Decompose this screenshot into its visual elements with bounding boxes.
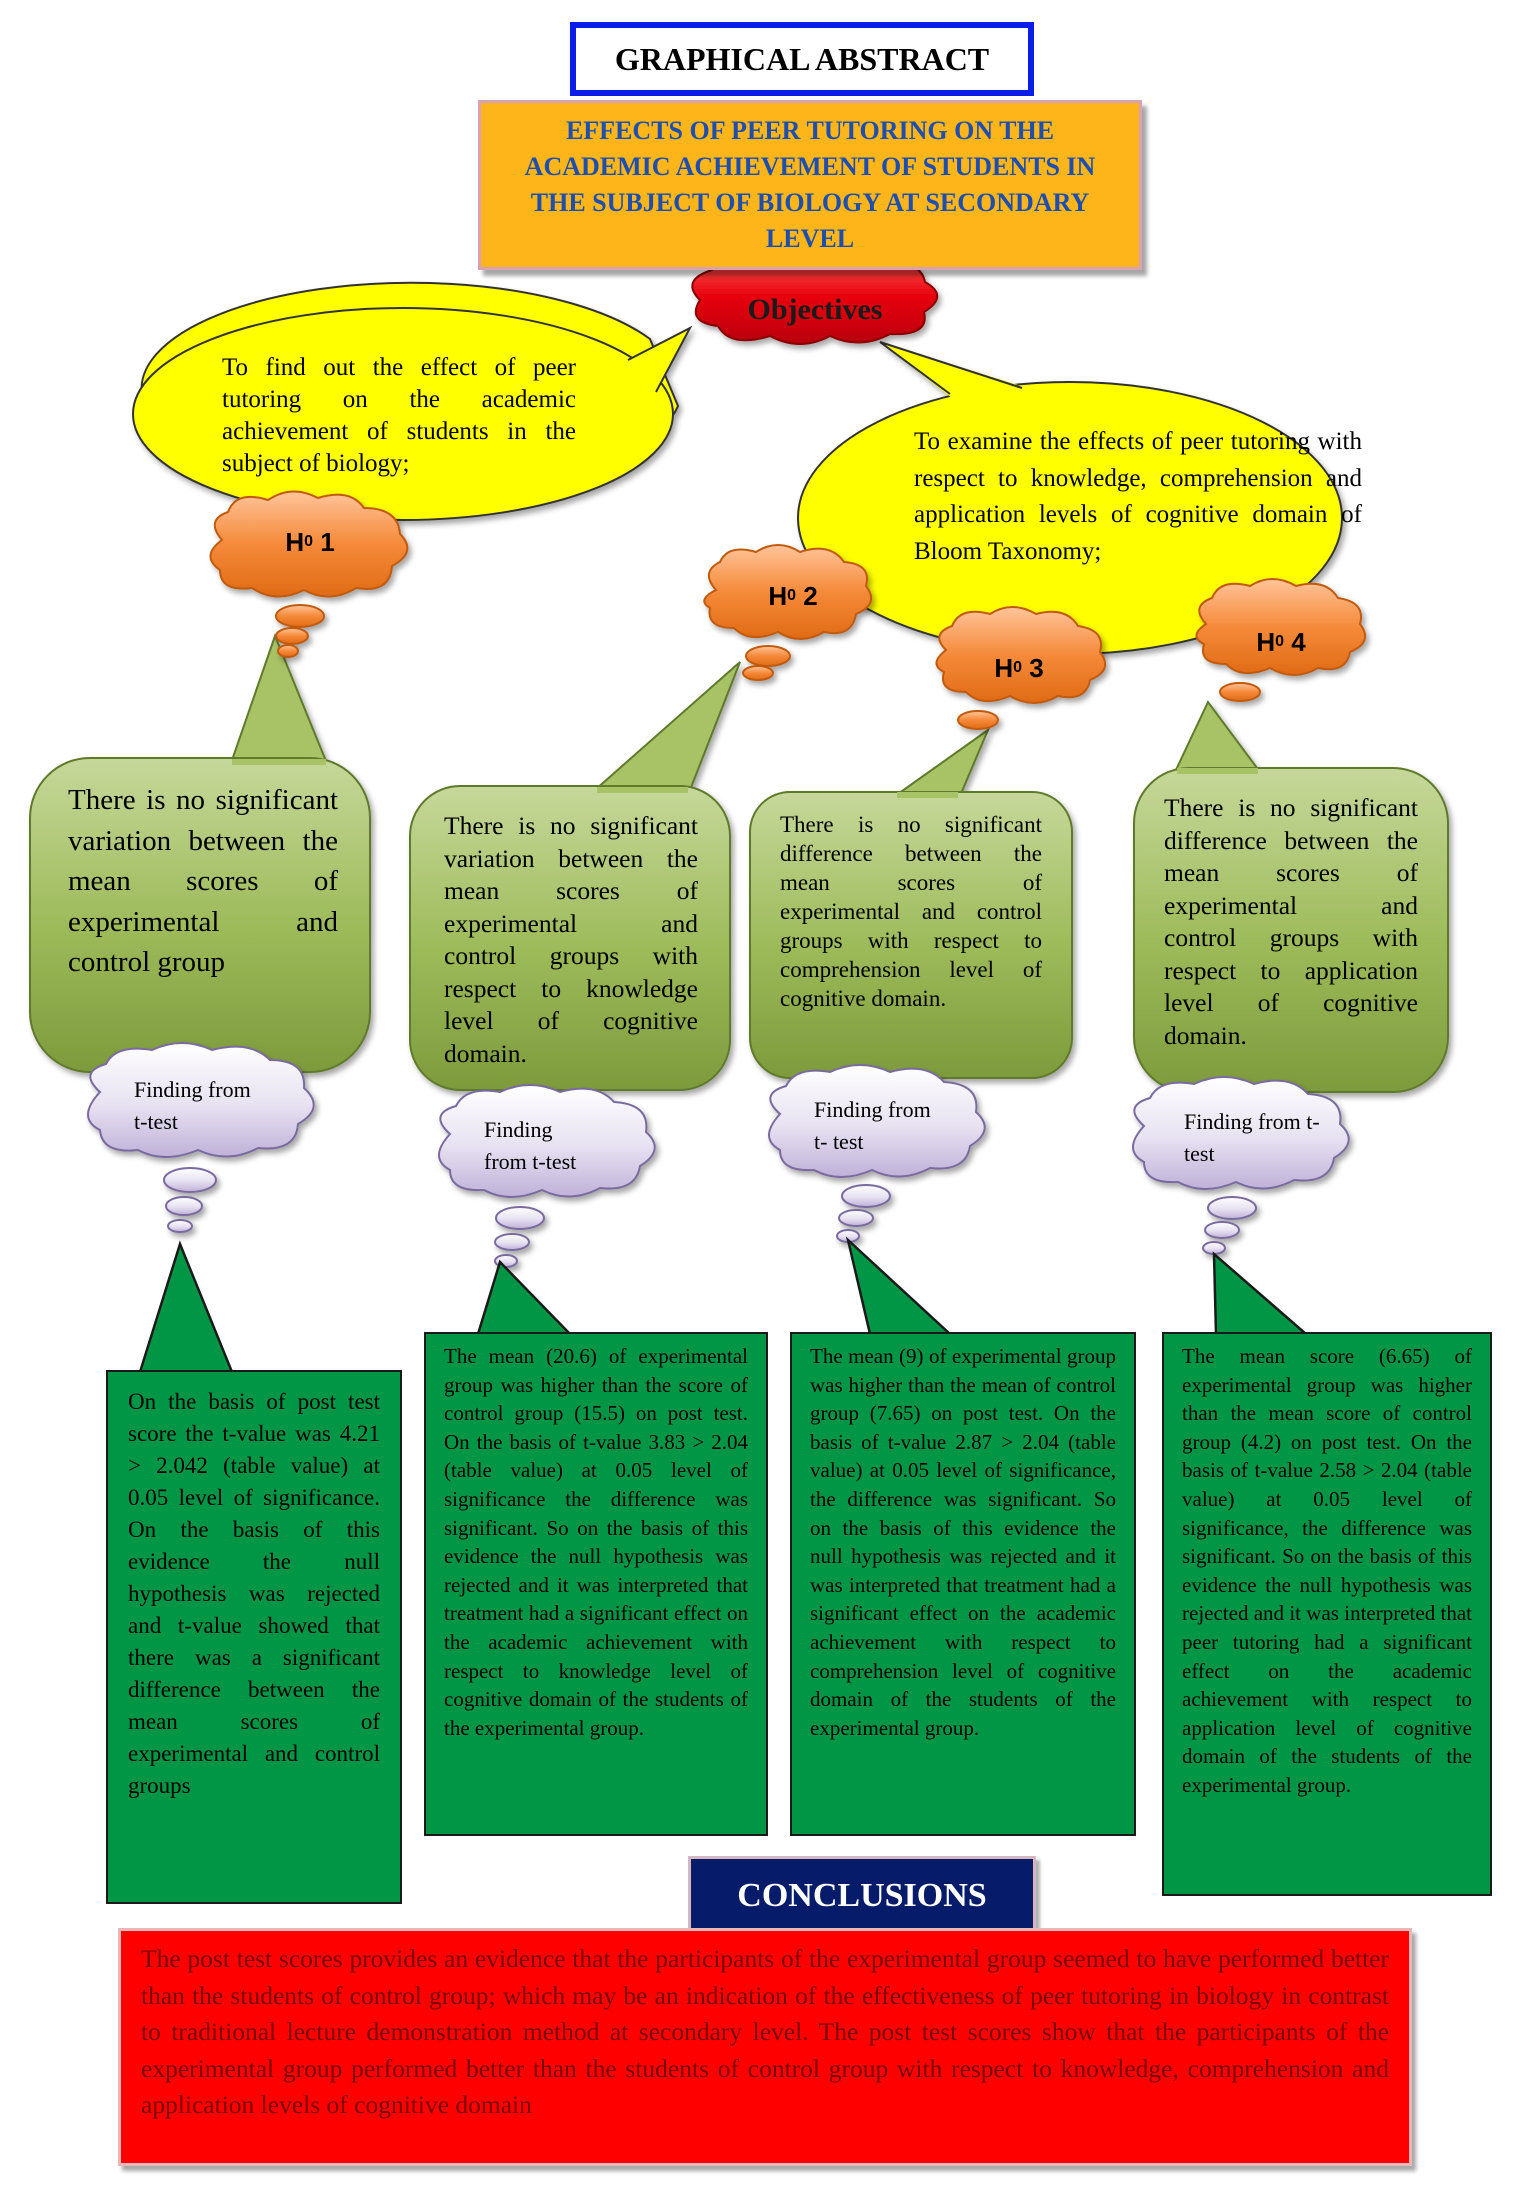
objective-bubble-1 bbox=[132, 281, 693, 521]
statement-text-2: There is no significant variation betwee… bbox=[444, 811, 698, 1068]
result-box-2: The mean (20.6) of experimental group wa… bbox=[424, 1332, 768, 1836]
objective-bubble-2 bbox=[797, 341, 1343, 655]
paper-title: EFFECTS OF PEER TUTORING ON THE ACADEMIC… bbox=[478, 100, 1142, 270]
statement-text-3: There is no significant difference betwe… bbox=[780, 812, 1042, 1011]
result-box-1: On the basis of post test score the t-va… bbox=[106, 1370, 402, 1904]
statement-bubble-4 bbox=[1133, 700, 1449, 1093]
finding-cloud-4 bbox=[1132, 1076, 1350, 1255]
hypothesis-cloud-1 bbox=[209, 490, 409, 658]
result-tail-4 bbox=[1212, 1251, 1310, 1336]
finding-label-4: Finding from t-test bbox=[1184, 1109, 1320, 1166]
finding-cloud-1 bbox=[87, 1042, 315, 1233]
finding-cloud-3 bbox=[768, 1064, 986, 1243]
hypothesis-cloud-3 bbox=[935, 606, 1107, 730]
result-box-3: The mean (9) of experimental group was h… bbox=[790, 1332, 1136, 1836]
hypothesis-cloud-4 bbox=[1195, 578, 1367, 702]
result-tail-2 bbox=[476, 1259, 573, 1336]
graphical-abstract-label: GRAPHICAL ABSTRACT bbox=[570, 22, 1034, 96]
conclusions-heading: CONCLUSIONS bbox=[688, 1856, 1036, 1936]
conclusions-text: The post test scores provides an evidenc… bbox=[118, 1928, 1412, 2166]
objectives-label: Objectives bbox=[747, 293, 883, 326]
objective-text-1: To find out the effect of peer tutoring … bbox=[222, 354, 576, 477]
statement-text-4: There is no significant difference betwe… bbox=[1164, 793, 1418, 1050]
result-tail-3 bbox=[845, 1236, 954, 1336]
statement-bubble-3 bbox=[749, 727, 1073, 1079]
result-box-4: The mean score (6.65) of experimental gr… bbox=[1162, 1332, 1492, 1896]
statement-text-1: There is no significant variation betwee… bbox=[68, 784, 338, 978]
result-tail-1 bbox=[138, 1240, 234, 1374]
finding-cloud-2 bbox=[438, 1084, 656, 1268]
hypothesis-cloud-2 bbox=[703, 544, 873, 681]
objective-text-2: To examine the effects of peer tutoring … bbox=[914, 428, 1362, 565]
